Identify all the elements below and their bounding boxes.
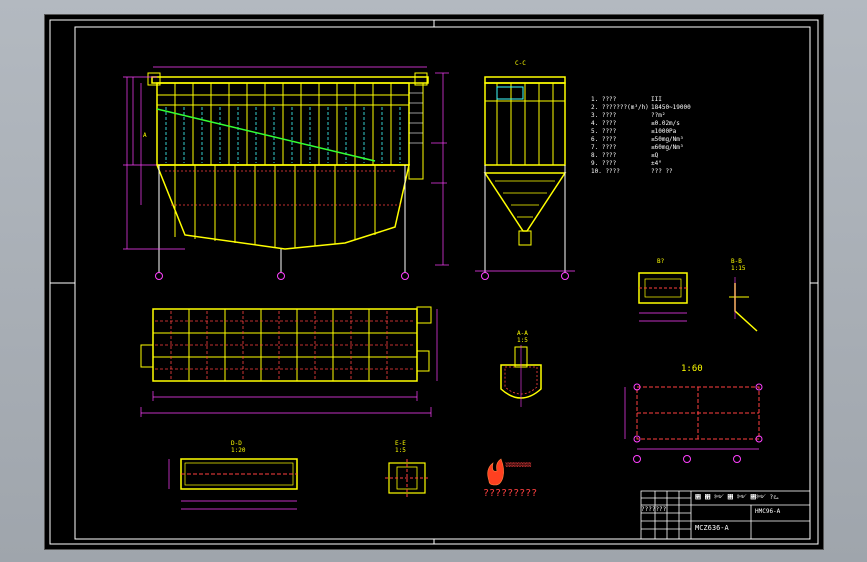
section-marker-a: A	[143, 132, 147, 139]
spec-value: 18450~19000	[651, 104, 691, 111]
view-label-bb: B-B	[731, 258, 742, 265]
spec-item: 8. ????	[591, 152, 617, 159]
spec-item: 6. ????	[591, 136, 617, 143]
title-block	[640, 490, 811, 540]
spec-item: 9. ????	[591, 160, 617, 167]
detail-ee	[385, 459, 429, 497]
view-scale-dd: 1:20	[231, 447, 246, 454]
spec-item: 3. ????	[591, 112, 617, 119]
spec-item: 7. ????	[591, 144, 617, 151]
plan-view	[140, 306, 438, 417]
spec-list: 1. ???? 2. ???????(m³/h) 3. ???? 4. ????…	[591, 97, 649, 175]
spec-item: 5. ????	[591, 128, 617, 135]
scale-bar-text: ʬʬʬʬʬʬʬʬ	[505, 461, 532, 469]
foundation-plan	[624, 383, 763, 463]
inner-frame	[74, 26, 811, 540]
outer-frame	[49, 19, 819, 545]
view-scale-ee: 1:5	[395, 447, 406, 454]
side-view-cc	[475, 76, 575, 280]
view-scale-bb: 1:15	[731, 265, 746, 272]
title-row-a: ???????	[641, 506, 667, 513]
spec-value: ≤Q	[651, 152, 659, 159]
drawing-sheet: C-C A B? B-B 1:15 A-A 1:5 1:60 D-D 1:20 …	[44, 14, 824, 550]
view-scale-160: 1:60	[681, 364, 703, 374]
spec-item: 2. ???????(m³/h)	[591, 104, 649, 111]
title-code: MCZ636-A	[695, 524, 729, 532]
view-label-b: B?	[657, 258, 665, 265]
detail-bb	[729, 277, 758, 332]
spec-value: ??m²	[651, 112, 666, 119]
view-scale-aa: 1:5	[517, 337, 528, 344]
front-elevation-view	[123, 66, 449, 280]
spec-item: 10. ????	[591, 168, 620, 175]
spec-value: III	[651, 96, 662, 103]
spec-values: III 18450~19000 ??m² ≤0.02m/s ≤1000Pa ≤5…	[651, 97, 691, 175]
view-label-aa: A-A	[517, 330, 528, 337]
drawing-canvas	[49, 19, 819, 545]
title-drawing-no: HMC96-A	[755, 508, 781, 515]
spec-value: ≤60mg/Nm³	[651, 144, 684, 151]
view-label-dd: D-D	[231, 440, 242, 447]
view-label-ee: E-E	[395, 440, 406, 447]
spec-value: ≤0.02m/s	[651, 120, 680, 127]
view-label-cc: C-C	[515, 60, 526, 67]
detail-b	[638, 272, 688, 322]
spec-value: ±4°	[651, 160, 662, 167]
detail-aa	[500, 345, 542, 407]
spec-item: 4. ????	[591, 120, 617, 127]
title-company: ࡨ? ༺࡫ ༺ ࡫ ༺ ࡫ ࡫	[695, 494, 780, 501]
spec-value: ≤1000Pa	[651, 128, 677, 135]
company-name-placeholder: ?????????	[483, 488, 538, 499]
company-logo	[487, 458, 504, 486]
spec-item: 1. ????	[591, 96, 617, 103]
spec-value: ≤50mg/Nm³	[651, 136, 684, 143]
detail-dd	[168, 458, 298, 510]
spec-value: ??? ??	[651, 168, 673, 175]
